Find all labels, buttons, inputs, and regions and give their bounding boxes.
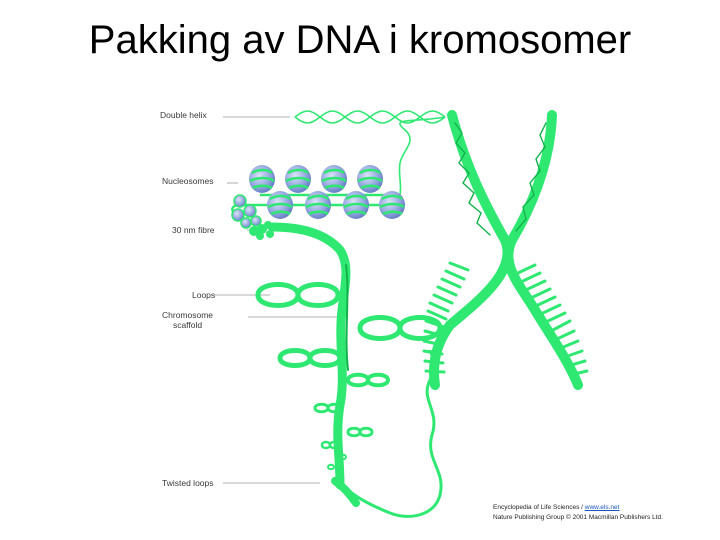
chromosome-loop-fringe	[422, 261, 589, 377]
label-scaffold-line2: scaffold	[172, 320, 203, 330]
nucleosomes-upper-row	[249, 165, 383, 193]
label-nucleosomes: Nucleosomes	[162, 176, 214, 186]
fibre-cluster	[231, 194, 274, 240]
image-credit: Encyclopedia of Life Sciences / www.els.…	[493, 503, 663, 523]
label-double-helix: Double helix	[160, 110, 207, 120]
label-scaffold-line1: Chromosome	[162, 310, 214, 320]
double-helix	[294, 110, 446, 196]
diagram-svg	[214, 110, 589, 518]
slide-title: Pakking av DNA i kromosomer	[88, 18, 632, 62]
label-chromosome-scaffold: Chromosome scaffold	[162, 310, 213, 330]
nucleosomes-lower-row	[267, 191, 405, 219]
label-loops: Loops	[192, 290, 216, 300]
dna-packing-diagram: Double helix Nucleosomes 30 nm fibre Loo…	[150, 95, 710, 535]
label-30nm-fibre: 30 nm fibre	[172, 225, 215, 235]
credit-link[interactable]: www.els.net	[584, 504, 620, 511]
credit-copyright: Nature Publishing Group © 2001 Macmillan…	[493, 514, 663, 521]
chromatin-fibre	[267, 222, 351, 490]
chromosome	[422, 110, 589, 390]
label-leaders	[214, 116, 343, 484]
credit-source: Encyclopedia of Life Sciences /	[493, 504, 585, 511]
chromatin-loops	[255, 282, 443, 471]
label-twisted-loops: Twisted loops	[162, 478, 214, 488]
